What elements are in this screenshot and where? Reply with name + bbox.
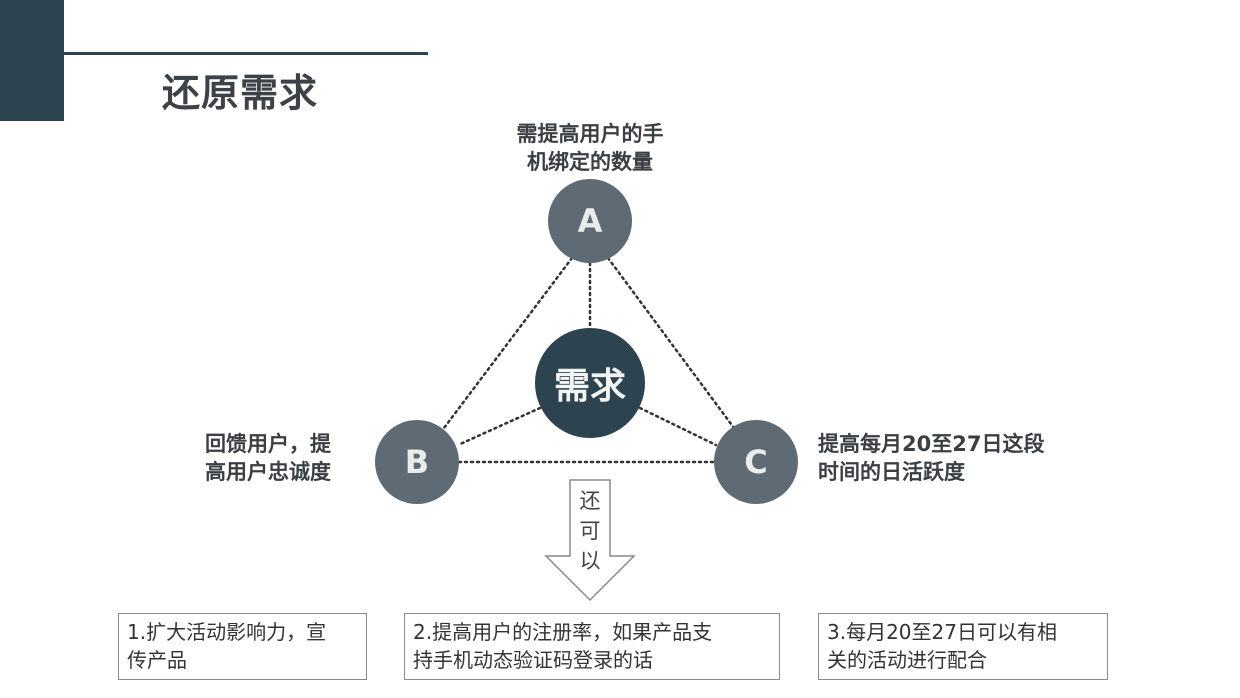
node-c: C	[714, 420, 798, 504]
suggestion-line: 关的活动进行配合	[827, 648, 987, 672]
node-a: A	[548, 179, 632, 263]
node-b-caption-line: 回馈用户，提	[205, 432, 331, 456]
edge-a-c	[606, 256, 736, 430]
suggestion-line: 2.提高用户的注册率，如果产品支	[413, 620, 713, 644]
suggestion-line: 1.扩大活动影响力，宣	[127, 620, 327, 644]
corner-accent-block	[0, 0, 64, 121]
suggestion-box-3: 3.每月20至27日可以有相 关的活动进行配合	[818, 613, 1108, 680]
suggestion-line: 持手机动态验证码登录的话	[413, 648, 653, 672]
suggestion-line: 传产品	[127, 648, 187, 672]
node-a-caption-line: 需提高用户的手	[516, 122, 664, 146]
node-b-caption-line: 高用户忠诚度	[205, 460, 331, 484]
node-a-caption: 需提高用户的手 机绑定的数量	[500, 120, 680, 176]
arrow-text-char: 以	[579, 549, 601, 573]
edge-a-b	[442, 256, 574, 430]
node-center: 需求	[535, 328, 645, 438]
suggestion-box-2: 2.提高用户的注册率，如果产品支 持手机动态验证码登录的话	[404, 613, 780, 680]
arrow-text-char: 可	[579, 519, 601, 543]
title-rule	[64, 52, 428, 55]
page-title: 还原需求	[162, 71, 319, 115]
node-b-caption: 回馈用户，提 高用户忠诚度	[205, 430, 355, 486]
node-c-caption-line: 提高每月20至27日这段	[818, 432, 1045, 456]
suggestion-line: 3.每月20至27日可以有相	[827, 620, 1057, 644]
node-c-caption-line: 时间的日活跃度	[818, 460, 965, 484]
arrow-text: 还 可 以	[573, 486, 607, 576]
suggestion-box-1: 1.扩大活动影响力，宣 传产品	[118, 613, 367, 680]
arrow-text-char: 还	[579, 489, 601, 513]
node-b: B	[375, 420, 459, 504]
edge-center-c	[638, 406, 718, 447]
edge-center-b	[456, 406, 542, 447]
node-c-caption: 提高每月20至27日这段 时间的日活跃度	[818, 430, 1078, 486]
down-arrow-icon	[544, 479, 636, 602]
node-a-caption-line: 机绑定的数量	[527, 150, 653, 174]
